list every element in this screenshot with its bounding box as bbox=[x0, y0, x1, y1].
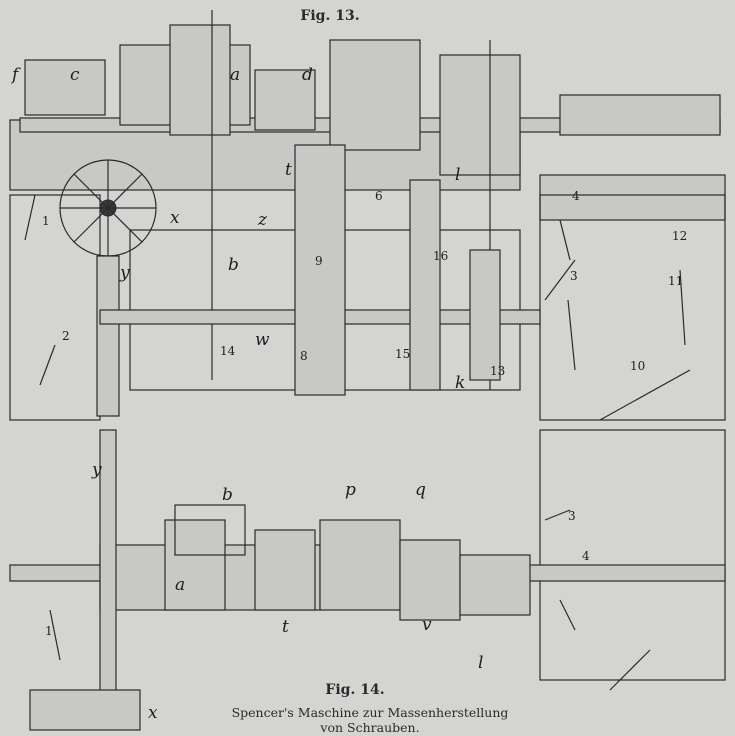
svg-text:c: c bbox=[70, 65, 80, 85]
svg-text:4: 4 bbox=[572, 189, 580, 203]
svg-text:d: d bbox=[302, 65, 313, 85]
svg-text:3: 3 bbox=[570, 269, 578, 283]
svg-text:2: 2 bbox=[62, 329, 70, 343]
svg-text:w: w bbox=[255, 330, 270, 350]
figure-13-title: Fig. 13. bbox=[300, 8, 360, 24]
svg-text:16: 16 bbox=[433, 249, 448, 263]
figure-14-labels: y b p q a t v l 3 4 1 x bbox=[45, 460, 590, 723]
caption-line-2: von Schrauben. bbox=[320, 720, 420, 735]
caption-line-1: Spencer's Maschine zur Massenherstellung bbox=[231, 705, 509, 720]
svg-text:1: 1 bbox=[45, 624, 53, 638]
svg-text:f: f bbox=[10, 65, 21, 85]
svg-text:x: x bbox=[148, 703, 158, 723]
svg-text:12: 12 bbox=[672, 229, 687, 243]
svg-text:10: 10 bbox=[630, 359, 645, 373]
svg-text:6: 6 bbox=[375, 189, 383, 203]
svg-text:x: x bbox=[170, 208, 180, 228]
svg-text:1: 1 bbox=[42, 214, 50, 228]
svg-text:t: t bbox=[282, 617, 289, 637]
svg-text:11: 11 bbox=[668, 274, 683, 288]
svg-text:4: 4 bbox=[582, 549, 590, 563]
svg-text:t: t bbox=[285, 160, 292, 180]
figure-14-drawing bbox=[9, 429, 726, 731]
figure-14-caption: Spencer's Maschine zur Massenherstellung… bbox=[200, 705, 540, 735]
svg-text:3: 3 bbox=[568, 509, 576, 523]
svg-text:y: y bbox=[119, 263, 130, 283]
svg-text:14: 14 bbox=[220, 344, 236, 358]
figure-13-labels: f c a d t l 4 1 x z 6 9 16 y b w 14 8 15… bbox=[10, 65, 687, 393]
svg-text:k: k bbox=[455, 373, 465, 393]
svg-text:b: b bbox=[222, 485, 233, 505]
svg-text:l: l bbox=[455, 165, 460, 185]
svg-text:a: a bbox=[230, 65, 240, 85]
figure-14-title: Fig. 14. bbox=[325, 682, 385, 698]
svg-text:9: 9 bbox=[315, 254, 323, 268]
svg-text:13: 13 bbox=[490, 364, 505, 378]
figure-13-drawing bbox=[9, 10, 726, 681]
svg-text:q: q bbox=[415, 480, 426, 500]
svg-text:8: 8 bbox=[300, 349, 308, 363]
svg-text:y: y bbox=[91, 460, 102, 480]
svg-text:p: p bbox=[345, 480, 356, 500]
svg-text:z: z bbox=[257, 210, 268, 230]
svg-text:15: 15 bbox=[395, 347, 410, 361]
svg-text:l: l bbox=[478, 653, 483, 673]
svg-text:b: b bbox=[228, 255, 239, 275]
svg-text:a: a bbox=[175, 575, 185, 595]
svg-text:v: v bbox=[422, 615, 432, 635]
